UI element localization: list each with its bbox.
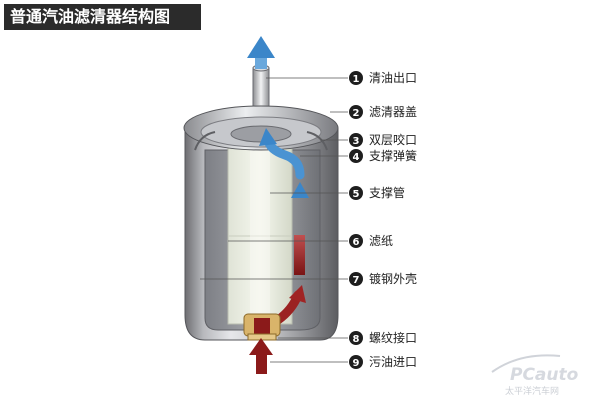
label-9: 9 污油进口 xyxy=(349,355,417,369)
label-1: 1 清油出口 xyxy=(349,71,417,85)
label-7: 7 镀钢外壳 xyxy=(349,272,417,286)
svg-text:2: 2 xyxy=(353,108,360,119)
svg-text:清油出口: 清油出口 xyxy=(369,71,417,85)
svg-text:5: 5 xyxy=(353,189,360,200)
svg-text:螺纹接口: 螺纹接口 xyxy=(369,330,417,345)
label-5: 5 支撑管 xyxy=(349,185,405,200)
svg-text:1: 1 xyxy=(353,74,360,85)
threaded-inlet xyxy=(243,313,281,341)
inflow-arrow-icon xyxy=(249,338,273,374)
svg-text:PCauto: PCauto xyxy=(510,365,579,385)
label-3: 3 双层咬口 xyxy=(349,132,417,147)
label-6: 6 滤纸 xyxy=(349,234,393,248)
svg-text:太平洋汽车网: 太平洋汽车网 xyxy=(505,385,559,397)
filter-cap xyxy=(183,105,339,151)
svg-text:3: 3 xyxy=(353,136,360,147)
watermark-logo: PCauto 太平洋汽车网 xyxy=(491,354,579,397)
svg-text:支撑弹簧: 支撑弹簧 xyxy=(369,148,417,163)
svg-text:6: 6 xyxy=(353,237,360,248)
svg-text:双层咬口: 双层咬口 xyxy=(369,132,417,147)
svg-text:7: 7 xyxy=(353,275,360,286)
svg-text:滤清器盖: 滤清器盖 xyxy=(369,105,417,119)
svg-text:8: 8 xyxy=(353,334,360,345)
leader-lines xyxy=(200,77,348,363)
svg-text:9: 9 xyxy=(353,358,360,369)
diagram-title: 普通汽油滤清器结构图 xyxy=(4,4,201,30)
outflow-arrow-icon xyxy=(247,36,275,69)
svg-text:污油进口: 污油进口 xyxy=(369,355,417,369)
filter-paper xyxy=(227,147,293,325)
svg-text:滤纸: 滤纸 xyxy=(369,234,393,248)
label-8: 8 螺纹接口 xyxy=(349,330,417,345)
label-4: 4 支撑弹簧 xyxy=(349,148,417,163)
svg-text:镀钢外壳: 镀钢外壳 xyxy=(369,272,417,286)
svg-text:支撑管: 支撑管 xyxy=(369,185,405,200)
svg-text:4: 4 xyxy=(353,152,360,163)
label-2: 2 滤清器盖 xyxy=(349,105,417,119)
